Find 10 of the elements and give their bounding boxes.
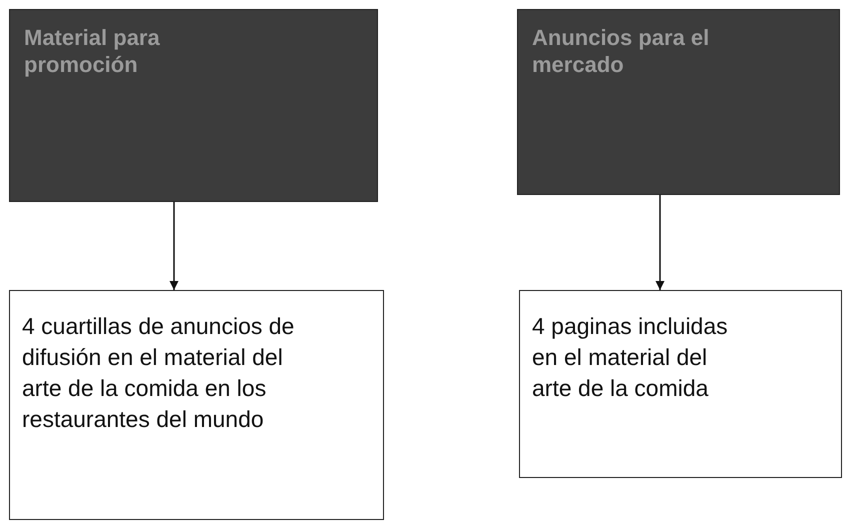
heading-box xyxy=(517,9,840,195)
arrow xyxy=(656,195,664,290)
content-box xyxy=(9,290,384,520)
heading-box xyxy=(9,9,378,202)
box-text: Material para promoción xyxy=(24,24,161,78)
box-text: 4 cuartillas de anuncios de difusión en el material del arte de la comida en los restaurantes del mundo xyxy=(22,312,296,434)
box-text: 4 paginas incluidas en el material del arte de la comida xyxy=(532,312,729,403)
box-text: Anuncios para el mercado xyxy=(532,24,710,78)
arrow xyxy=(170,202,178,290)
content-box xyxy=(519,290,842,478)
